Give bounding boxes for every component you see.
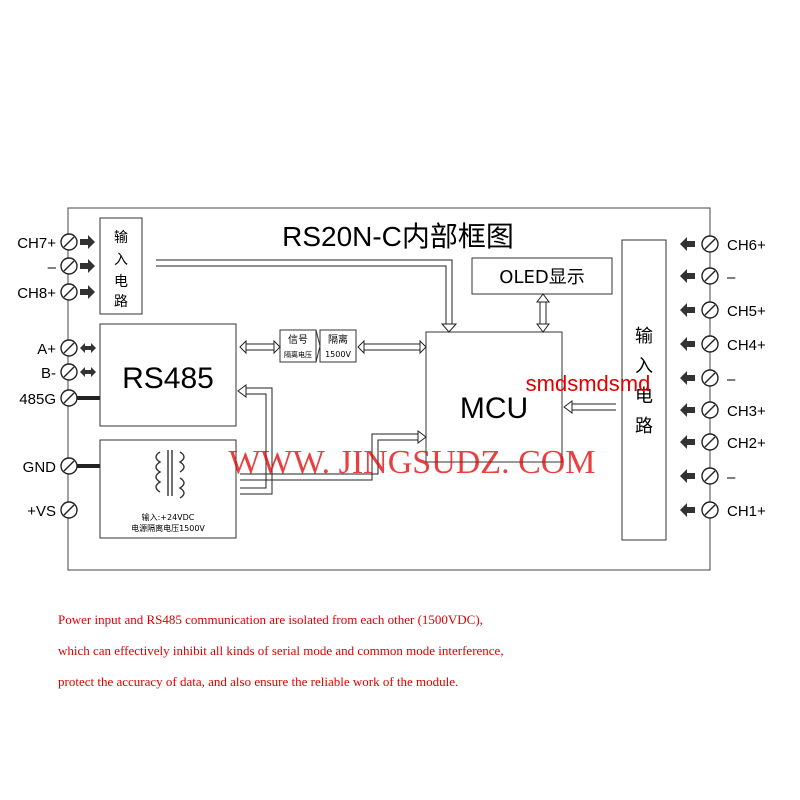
right-input-char: 电: [635, 386, 653, 407]
module-frame: [67, 207, 711, 571]
mcu-box: [425, 331, 563, 463]
watermark-url: WWW. JINGSUDZ. COM: [228, 444, 595, 481]
arrow-icon: [680, 237, 695, 251]
terminal-screw-icon: [701, 501, 719, 519]
right-input-char: 路: [635, 416, 653, 437]
left-terminal-label: –: [48, 259, 57, 276]
arrow-icon: [680, 303, 695, 317]
arrow-heads: [237, 293, 573, 444]
terminal-screw-icon: [60, 283, 78, 301]
arrow-icon: [80, 259, 95, 273]
power-isolation-label: 电源隔离电压1500V: [131, 523, 205, 533]
oled-label: OLED显示: [499, 267, 584, 288]
signal-label: 信号: [288, 334, 308, 346]
terminal-screw-icon: [701, 267, 719, 285]
terminal-screw-icon: [60, 233, 78, 251]
right-input-circuit-box: [621, 239, 667, 541]
watermark-small: smdsmdsmd: [526, 371, 651, 396]
left-terminal-label: +VS: [27, 503, 56, 520]
right-terminal-label: CH5+: [727, 303, 766, 320]
left-input-char: 电: [114, 274, 128, 290]
isolation-rating-label: 1500V: [325, 350, 351, 359]
terminal-screw-icon: [60, 457, 78, 475]
mcu-label: MCU: [460, 392, 528, 425]
bidirectional-arrow-icon: [80, 343, 96, 353]
right-terminal-label: CH3+: [727, 403, 766, 420]
left-input-char: 入: [114, 252, 128, 268]
terminal-screw-icon: [701, 433, 719, 451]
diagram-title: RS20N-C内部框图: [282, 221, 514, 252]
terminal-screw-icon: [60, 339, 78, 357]
caption-line: Power input and RS485 communication are …: [58, 612, 483, 627]
right-terminal-label: –: [727, 469, 736, 486]
right-terminal-label: CH6+: [727, 237, 766, 254]
signal-paths: [156, 259, 616, 495]
right-terminal-label: –: [727, 269, 736, 286]
right-terminal-label: CH4+: [727, 337, 766, 354]
arrow-icon: [680, 269, 695, 283]
right-input-char: 入: [635, 356, 653, 377]
terminal-screw-icon: [701, 401, 719, 419]
left-terminal-group: CH7+ – CH8+ A+ B- 485G GND +VS: [17, 233, 96, 520]
arrow-icon: [80, 235, 95, 249]
left-input-circuit-box: [99, 217, 143, 315]
isolation-label: 隔离: [328, 333, 348, 346]
isolation-voltage-label: 隔离电压: [284, 350, 312, 359]
arrow-icon: [680, 469, 695, 483]
power-input-label: 输入:+24VDC: [142, 512, 195, 522]
right-terminal-label: CH1+: [727, 503, 766, 520]
right-input-char: 输: [635, 326, 653, 347]
arrow-icon: [680, 337, 695, 351]
terminal-screw-icon: [701, 235, 719, 253]
arrow-icon: [680, 403, 695, 417]
right-terminal-group: CH6+ – CH5+ CH4+ – CH3+ CH2+ – CH1+: [680, 235, 766, 520]
caption-line: protect the accuracy of data, and also e…: [58, 674, 459, 689]
isolation-barrier: [315, 329, 321, 363]
left-input-char: 输: [114, 230, 128, 246]
transformer-icon: [155, 450, 185, 499]
rs485-box: [99, 323, 237, 427]
terminal-screw-icon: [60, 501, 78, 519]
left-terminal-label: CH7+: [17, 235, 56, 252]
left-wires: [70, 396, 100, 468]
terminal-screw-icon: [701, 369, 719, 387]
terminal-screw-icon: [701, 335, 719, 353]
signal-isolator-left: [279, 329, 317, 363]
terminal-screw-icon: [701, 467, 719, 485]
left-input-char: 路: [114, 294, 128, 310]
left-terminal-label: GND: [23, 459, 57, 476]
terminal-screw-icon: [701, 301, 719, 319]
arrow-icon: [680, 435, 695, 449]
left-terminal-label: 485G: [19, 391, 56, 408]
arrow-icon: [680, 503, 695, 517]
right-terminal-label: CH2+: [727, 435, 766, 452]
caption-line: which can effectively inhibit all kinds …: [58, 643, 504, 658]
signal-isolator-right: [319, 329, 357, 363]
left-terminal-label: CH8+: [17, 285, 56, 302]
bidirectional-arrow-icon: [80, 367, 96, 377]
terminal-screw-icon: [60, 363, 78, 381]
terminal-screw-icon: [60, 389, 78, 407]
rs485-label: RS485: [122, 362, 214, 395]
left-terminal-label: A+: [37, 341, 56, 358]
arrow-icon: [80, 285, 95, 299]
terminal-screw-icon: [60, 257, 78, 275]
oled-display-box: [471, 257, 613, 295]
left-terminal-label: B-: [41, 365, 56, 382]
arrow-icon: [680, 371, 695, 385]
right-terminal-label: –: [727, 371, 736, 388]
